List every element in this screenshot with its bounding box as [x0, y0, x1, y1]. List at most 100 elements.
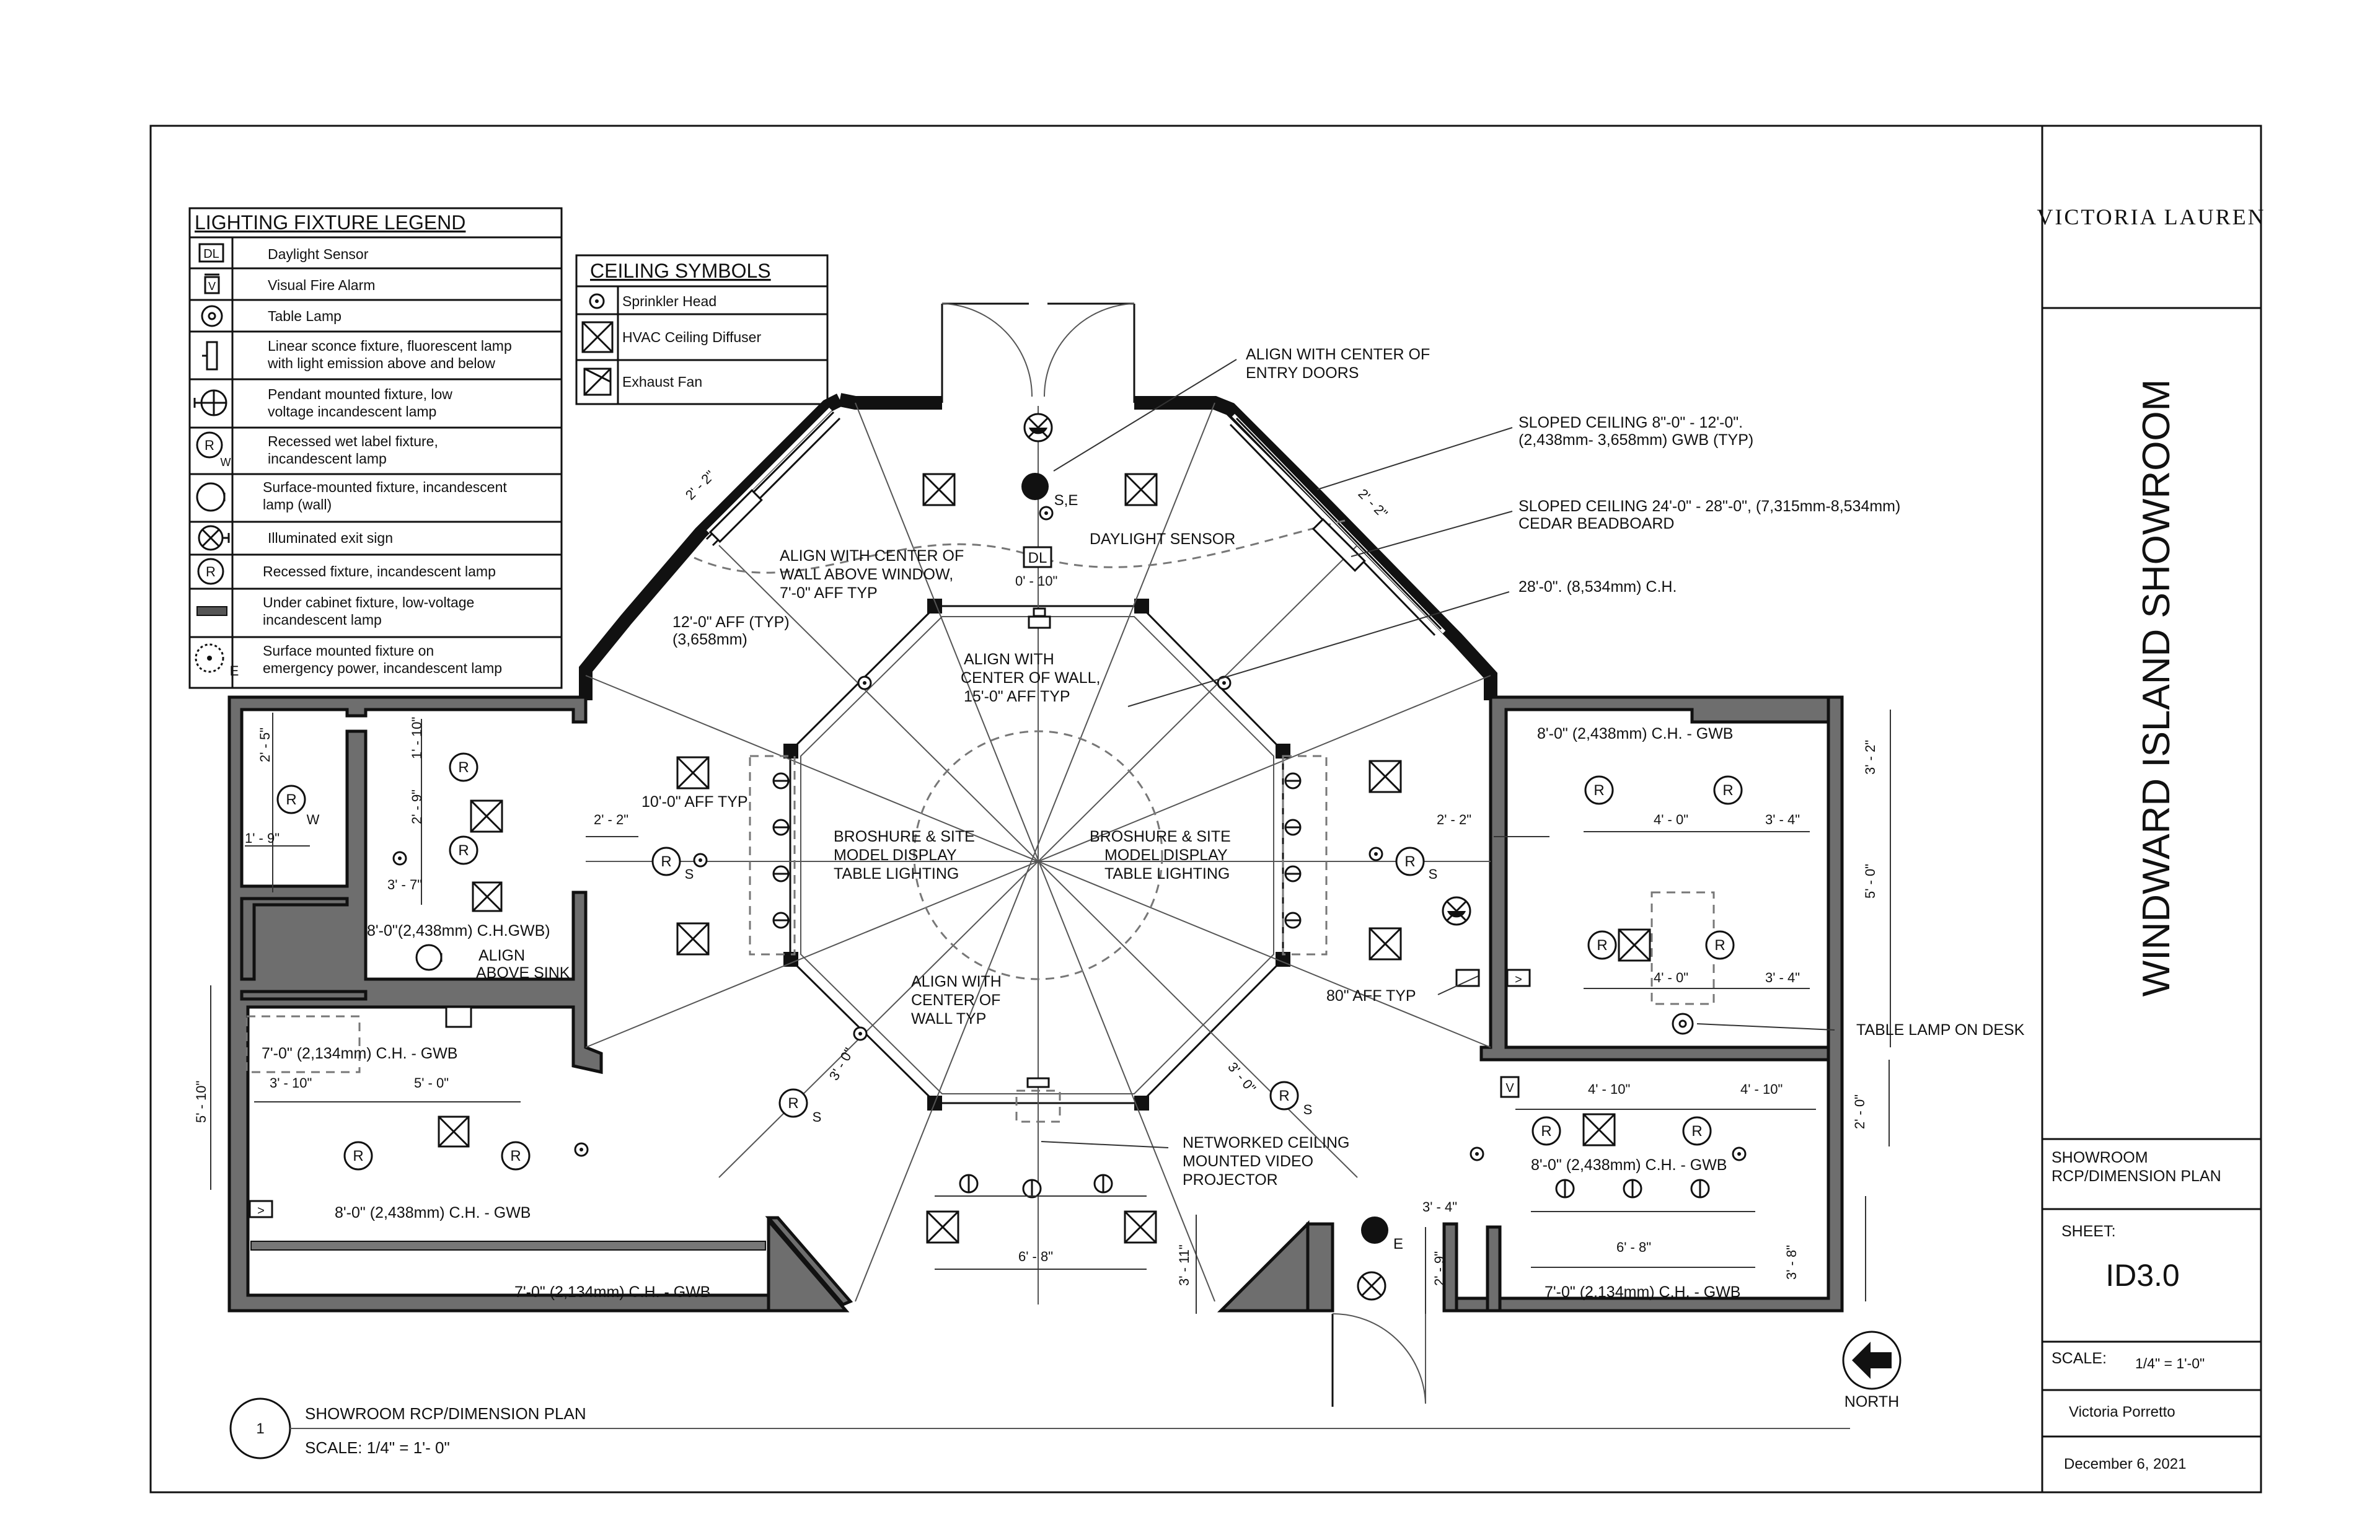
main-hall-wall — [838, 393, 942, 410]
drawing-title-line2: RCP/DIMENSION PLAN — [2052, 1168, 2221, 1185]
table-lamp-icon — [1672, 1013, 1694, 1035]
note-table-lamp: TABLE LAMP ON DESK — [1856, 1021, 2025, 1039]
leader-lines — [1041, 359, 1835, 1148]
sprinkler-head-icon — [693, 853, 708, 868]
dimension-label: 4' - 0" — [1654, 812, 1688, 827]
recessed-light-icon: R — [1713, 775, 1743, 805]
sprinkler-head-icon — [1368, 847, 1383, 861]
entry-doors — [941, 302, 1135, 403]
dimension-labels: 2' - 2" 2' - 2" 0' - 10" 2' - 5" 1' - 9"… — [193, 467, 1878, 1286]
legend-under-cabinet-icon — [196, 606, 227, 616]
surface-fixture-icon — [415, 944, 443, 971]
svg-text:R: R — [510, 1148, 521, 1164]
svg-text:R: R — [1541, 1123, 1551, 1140]
dimension-label: 1' - 10" — [409, 717, 425, 759]
legend-pendant-icon — [193, 389, 227, 416]
note-align-wall-typ: WALL TYP — [911, 1010, 986, 1027]
svg-text:W: W — [307, 812, 320, 827]
dimension-label: 4' - 10" — [1588, 1081, 1630, 1097]
svg-text:R: R — [458, 759, 469, 776]
dimension-label: 6' - 8" — [1616, 1239, 1651, 1255]
note-broshure-right: TABLE LIGHTING — [1104, 865, 1230, 882]
legend-item-sprinkler: Sprinkler Head — [622, 293, 716, 309]
plan-notes: ALIGN WITH CENTER OF ENTRY DOORS SLOPED … — [262, 346, 2025, 1301]
hvac-diffuser-icon — [472, 881, 503, 912]
svg-text:R: R — [1404, 853, 1415, 870]
dimension-label: 3' - 0" — [826, 1045, 857, 1083]
legend-item-daylight-sensor: Daylight Sensor — [268, 246, 369, 262]
recessed-light-icon: R — [1705, 930, 1735, 960]
note-align-wall-15: CENTER OF WALL, — [961, 669, 1101, 687]
legend-item-recessed-wet-line1: Recessed wet label fixture, — [268, 433, 438, 449]
legend-title: LIGHTING FIXTURE LEGEND — [195, 211, 465, 234]
svg-text:R: R — [1279, 1088, 1289, 1104]
note-align-entry: ENTRY DOORS — [1246, 364, 1359, 382]
recessed-light-icon: RS — [778, 1088, 821, 1125]
pendant-light-icon — [1093, 1174, 1113, 1194]
note-daylight-sensor: DAYLIGHT SENSOR — [1090, 530, 1235, 548]
legend-item-recessed-wet-line2: incandescent lamp — [268, 451, 387, 467]
pendant-light-icon — [772, 912, 790, 929]
designer-name: Victoria Porretto — [2069, 1404, 2175, 1420]
legend-sprinkler-icon — [589, 293, 605, 309]
dimension-label: 3' - 10" — [270, 1075, 312, 1091]
note-sloped-cedar: SLOPED CEILING 24'-0" - 28"-0", (7,315mm… — [1518, 498, 1900, 515]
hvac-diffuser-icon — [676, 756, 710, 790]
note-align-wall-typ: ALIGN WITH — [911, 973, 1002, 990]
dimension-label: 2' - 2" — [1355, 486, 1390, 521]
recessed-light-icon: R — [1584, 775, 1614, 805]
recessed-light-icon: RS — [1395, 847, 1437, 882]
ceiling-symbols-title: CEILING SYMBOLS — [590, 260, 771, 282]
legend-item-table-lamp: Table Lamp — [268, 308, 342, 324]
scale-label: SCALE: — [2052, 1350, 2107, 1367]
legend-item-surface-wall-line1: Surface-mounted fixture, incandescent — [263, 479, 507, 495]
dimension-label: 2' - 2" — [682, 467, 718, 503]
note-projector: PROJECTOR — [1183, 1171, 1278, 1189]
note-sloped-cedar: CEDAR BEADBOARD — [1518, 515, 1674, 532]
note-broshure-left: TABLE LIGHTING — [834, 865, 959, 882]
pendant-light-icon — [1284, 912, 1302, 929]
dimension-label: 3' - 2" — [1862, 740, 1878, 775]
emergency-fixtures: S,E E — [1021, 473, 1403, 1252]
legend-item-surface-wall-line2: lamp (wall) — [263, 496, 332, 513]
svg-text:R: R — [661, 853, 671, 870]
dimension-label: 3' - 4" — [1765, 812, 1800, 827]
legend-exhaust-fan-icon — [583, 367, 612, 396]
hvac-diffuser-icon — [922, 473, 956, 506]
wall-fixtures — [250, 489, 1710, 1251]
legend-item-pendant-line1: Pendant mounted fixture, low — [268, 386, 452, 402]
recessed-light-icon: R — [449, 752, 478, 782]
note-align-window: WALL ABOVE WINDOW, — [780, 566, 953, 583]
scale-value: 1/4" = 1'-0" — [2135, 1355, 2205, 1371]
note-broshure-right: BROSHURE & SITE — [1090, 828, 1231, 845]
recessed-light-icon: R — [449, 835, 478, 865]
legend-hvac-diffuser-icon — [581, 321, 614, 353]
legend-visual-fire-alarm-icon: V — [204, 273, 220, 294]
svg-text:R: R — [286, 791, 296, 808]
exit-sign-icon — [1023, 413, 1053, 442]
legend-table-lamp-icon — [201, 305, 223, 327]
svg-text:DL: DL — [203, 247, 219, 261]
dimension-label: 3' - 7" — [387, 877, 422, 892]
note-align-wall-15: 15'-0" AFF TYP — [964, 688, 1070, 705]
recessed-light-icon: RS — [1269, 1081, 1312, 1117]
svg-text:R: R — [458, 842, 469, 859]
drawing-tag-scale: SCALE: 1/4" = 1'- 0" — [305, 1438, 450, 1457]
sheet-label: SHEET: — [2061, 1223, 2116, 1240]
dimension-label: 5' - 0" — [414, 1075, 449, 1091]
legend-item-visual-fire-alarm: Visual Fire Alarm — [268, 277, 375, 293]
svg-text:S,E: S,E — [1054, 492, 1078, 509]
drawing-title-line1: SHOWROOM — [2052, 1149, 2148, 1166]
dimension-label: 3' - 11" — [1176, 1244, 1192, 1286]
recessed-light-icon: R — [1682, 1116, 1712, 1146]
legend-item-linear-sconce-line1: Linear sconce fixture, fluorescent lamp — [268, 338, 512, 354]
hvac-diffuser-icon — [438, 1115, 470, 1148]
note-align-window: ALIGN WITH CENTER OF — [780, 547, 964, 565]
note-ceiling-height-28: 28'-0". (8,534mm) C.H. — [1518, 578, 1677, 596]
note-ceiling-height: 7'-0" (2,134mm) C.H. - GWB — [514, 1283, 710, 1301]
legend-item-hvac-diffuser: HVAC Ceiling Diffuser — [622, 329, 761, 345]
hvac-diffuser-icon — [470, 799, 503, 833]
legend-linear-sconce-icon — [202, 341, 218, 371]
ceiling-symbols-legend: CEILING SYMBOLS Sprinkler Head HVAC Ceil… — [575, 254, 829, 405]
recessed-light-icon: R — [343, 1141, 373, 1171]
